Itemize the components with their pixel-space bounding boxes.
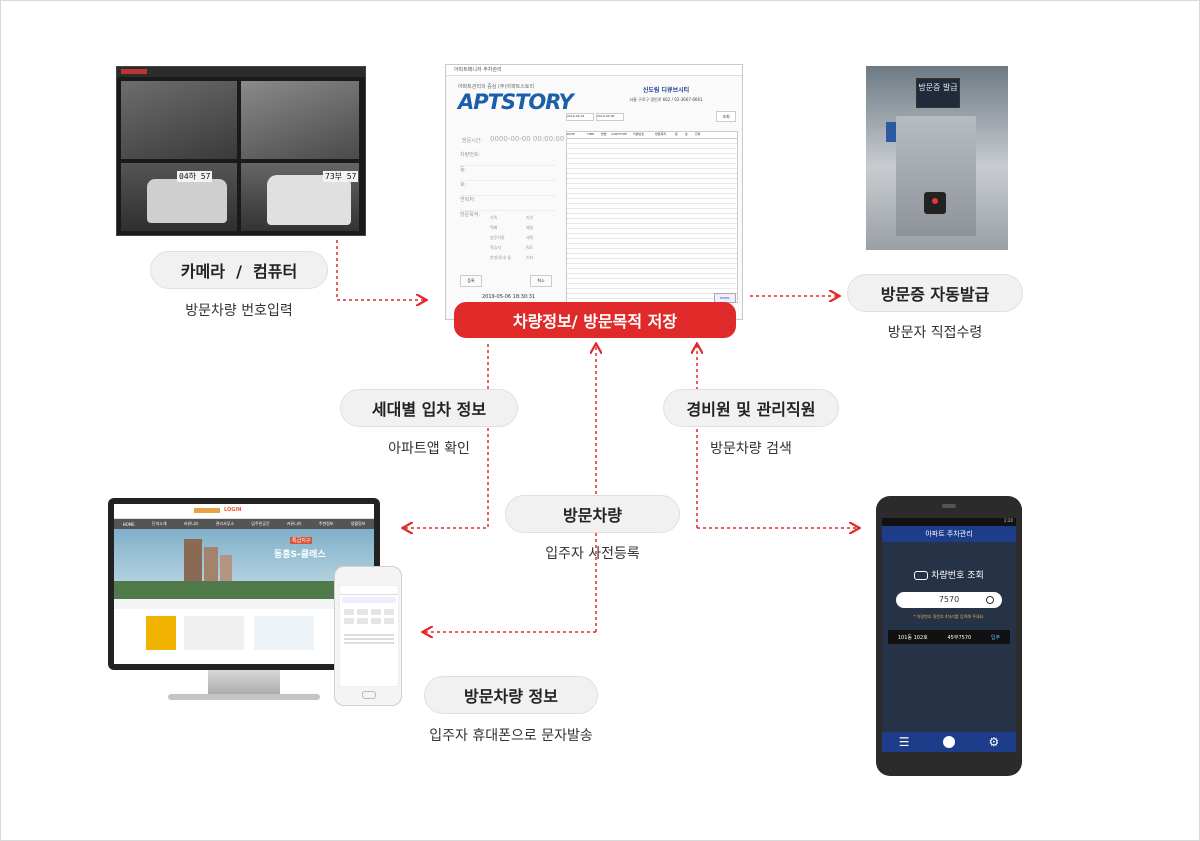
gear-icon[interactable]: ⚙ xyxy=(988,735,1000,749)
col-header: TIME xyxy=(587,132,595,136)
purpose-option[interactable]: 방문차량 xyxy=(490,235,505,240)
window-title: 아파트매니저 주차관리 xyxy=(446,65,742,76)
field-purpose: 방문목적: xyxy=(460,212,481,218)
arrow-camera-to-software xyxy=(336,240,425,300)
menu-item[interactable]: 관리사무소 xyxy=(215,521,235,526)
menu-item[interactable]: 주변정보 xyxy=(318,521,334,526)
purpose-option[interactable]: 기타 xyxy=(526,255,534,260)
visitor-vehicle-label: 방문차량 xyxy=(505,495,680,533)
result-plate: 45무7570 xyxy=(947,634,972,641)
col-header: 차량번호 xyxy=(633,132,645,136)
auto-issue-caption: 방문자 직접수령 xyxy=(887,325,983,341)
app-bottom-bar: ☰ ⚙ xyxy=(882,732,1016,752)
plate-1: 04하 57 xyxy=(177,171,213,182)
parking-app-screen: 2:20 아파트 주차관리 차량번호 조회 7570 * 차량번호 뒷번호 4자… xyxy=(882,518,1016,752)
field-ho: 호: xyxy=(460,181,556,196)
auto-issue-label: 방문증 자동발급 xyxy=(847,274,1023,312)
save-button[interactable]: 등록 xyxy=(460,275,482,287)
household-entry-label: 세대별 입차 정보 xyxy=(340,389,518,427)
visits-table: DATE TIME 방법 CARDTYPE 차량번호 방문목적 동 호 전화 xyxy=(566,131,738,303)
app-title: 아파트 주차관리 xyxy=(882,526,1016,542)
purpose-options: 가족 지인 택배 배달 방문차량 세탁 학습지 A/S 한방/동네 돌 기타 xyxy=(490,215,562,261)
plate-2: 73부 57 xyxy=(323,171,359,182)
web-phone xyxy=(334,566,402,706)
plate-search-input[interactable]: 7570 xyxy=(896,592,1002,608)
cctv-screenshot: 04하 57 73부 57 xyxy=(116,66,366,236)
field-list: 차량번호: 동: 호: 연락처: 방문목적: xyxy=(460,151,556,225)
purpose-option[interactable]: 지인 xyxy=(526,215,534,220)
app-status-bar: 2:20 xyxy=(882,518,1016,526)
car-icon xyxy=(914,571,929,580)
visitor-info-label: 방문차량 정보 xyxy=(424,676,598,714)
home-icon[interactable] xyxy=(942,736,955,748)
apartment-website: LOGIN HOME 단지소개 커뮤니티 관리사무소 입주민공간 커뮤니티 주변… xyxy=(114,504,374,664)
search-button[interactable]: 조회 xyxy=(716,111,736,122)
field-phone: 연락처: xyxy=(460,196,556,211)
purpose-option[interactable]: 학습지 xyxy=(490,245,502,250)
mobile-phone: 2:20 아파트 주차관리 차량번호 조회 7570 * 차량번호 뒷번호 4자… xyxy=(876,496,1022,776)
save-info-label: 차량정보/ 방문목적 저장 xyxy=(454,302,736,338)
site-address: 서울 구로구 경인로 662 / 02-3667-6661 xyxy=(629,97,703,102)
menu-item[interactable]: 커뮤니티 xyxy=(183,521,199,526)
col-header: 동 xyxy=(675,132,678,136)
result-unit: 101동 102호 xyxy=(897,634,928,641)
site-name: 신도림 디큐브시티 xyxy=(642,87,690,94)
menu-item[interactable]: HOME xyxy=(122,521,135,527)
result-status: 입주 xyxy=(990,634,1001,641)
banner-title: 동홍S-클래스 xyxy=(274,550,326,560)
purpose-option[interactable]: 택배 xyxy=(490,225,498,230)
brand-tagline: 아파트관리의 중심 (주)아파트스토리 xyxy=(458,84,535,90)
household-entry-caption: 아파트앱 확인 xyxy=(388,441,470,457)
result-row[interactable]: 101동 102호 45무7570 입주 xyxy=(888,630,1010,644)
parking-software-window: 아파트매니저 주차관리 아파트관리의 중심 (주)아파트스토리 APTSTORY… xyxy=(445,64,743,320)
purpose-option[interactable]: 배달 xyxy=(526,225,534,230)
menu-icon[interactable]: ☰ xyxy=(898,735,910,749)
col-header: 호 xyxy=(685,132,688,136)
guard-staff-label: 경비원 및 관리직원 xyxy=(663,389,839,427)
menu-item[interactable]: 입주민공간 xyxy=(251,521,270,526)
cancel-button[interactable]: 취소 xyxy=(530,275,552,287)
status-time: 2:20 xyxy=(1004,518,1013,523)
search-icon[interactable] xyxy=(986,596,994,604)
website-login[interactable]: LOGIN xyxy=(224,507,242,513)
camera-computer-label: 카메라 / 컴퓨터 xyxy=(150,251,328,289)
search-hint: * 차량번호 뒷번호 4자리를 입력해 주세요. xyxy=(913,614,985,619)
col-header: 전화 xyxy=(695,132,701,136)
col-header: DATE xyxy=(567,132,575,136)
menu-item[interactable]: 커뮤니티 xyxy=(286,521,302,526)
website-menu: HOME 단지소개 커뮤니티 관리사무소 입주민공간 커뮤니티 주변정보 생활정… xyxy=(114,519,374,529)
col-header: CARDTYPE xyxy=(611,132,627,136)
visitor-vehicle-caption: 입주자 사전등록 xyxy=(545,546,640,562)
clock: 0000-00-00 00:00:00 xyxy=(490,135,565,143)
guard-staff-caption: 방문차량 검색 xyxy=(710,441,792,457)
purpose-option[interactable]: 가족 xyxy=(490,215,498,220)
camera-computer-caption: 방문차량 번호입력 xyxy=(185,303,293,319)
banner-small: 특급지구 xyxy=(290,537,313,544)
kiosk-sign: 방문증 발급 xyxy=(916,78,960,108)
col-header: 방문목적 xyxy=(655,132,667,136)
brand-logo: APTSTORY xyxy=(458,90,574,114)
website-banner: 특급지구 동홍S-클래스 xyxy=(114,529,374,599)
clock-label: 방문시간: xyxy=(462,138,483,144)
purpose-option[interactable]: A/S xyxy=(526,245,533,250)
field-plate: 차량번호: xyxy=(460,151,556,166)
kiosk-photo: 방문증 발급 xyxy=(866,66,1008,250)
timestamp: 2019-05-06 18:30:31 xyxy=(482,294,536,300)
app-heading: 차량번호 조회 xyxy=(882,568,1016,581)
field-dong: 동: xyxy=(460,166,556,181)
col-header: 방법 xyxy=(601,132,607,136)
visitor-info-caption: 입주자 휴대폰으로 문자발송 xyxy=(429,728,593,744)
table-header: DATE TIME 방법 CARDTYPE 차량번호 방문목적 동 호 전화 xyxy=(567,132,737,139)
purpose-option[interactable]: 세탁 xyxy=(526,235,534,240)
search-value: 7570 xyxy=(938,595,960,604)
menu-item[interactable]: 생활정보 xyxy=(350,521,366,526)
table-rows xyxy=(567,139,737,299)
heading-text: 차량번호 조회 xyxy=(931,571,984,581)
menu-item[interactable]: 단지소개 xyxy=(151,521,167,526)
date-from[interactable]: 2019-05-01 xyxy=(566,113,594,121)
date-to[interactable]: 2019-05-06 xyxy=(596,113,624,121)
purpose-option[interactable]: 한방/동네 돌 xyxy=(490,255,512,260)
arrow-save-to-web xyxy=(404,344,489,528)
